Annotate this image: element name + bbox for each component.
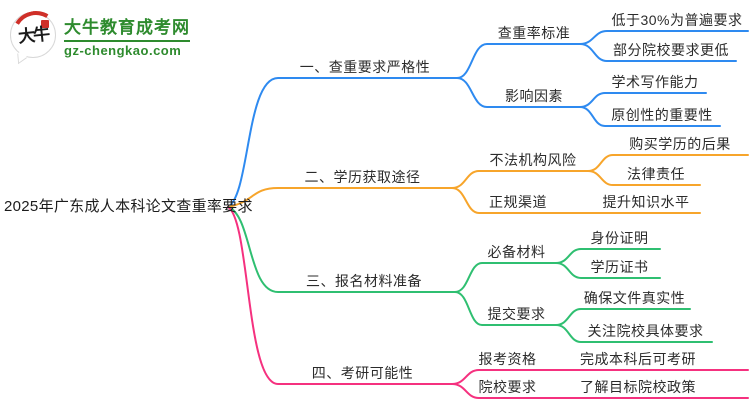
branch3-sub2-leaf2: 关注院校具体要求 bbox=[587, 323, 704, 339]
branch2-sub2-leaf1: 提升知识水平 bbox=[602, 194, 690, 210]
root-node: 2025年广东成人本科论文查重率要求 bbox=[4, 198, 253, 215]
branch4-node: 四、考研可能性 bbox=[311, 365, 414, 381]
branch3-sub1-leaf1: 身份证明 bbox=[590, 230, 649, 246]
branch4-sub1-node: 报考资格 bbox=[478, 351, 537, 367]
branch3-sub2-leaf1: 确保文件真实性 bbox=[583, 290, 686, 306]
badge-seal-icon bbox=[41, 20, 49, 28]
branch1-sub2-leaf1: 学术写作能力 bbox=[611, 74, 699, 90]
branch2-sub2-node: 正规渠道 bbox=[489, 194, 547, 210]
branch3-node: 三、报名材料准备 bbox=[306, 273, 422, 289]
branch2-lines bbox=[227, 154, 749, 214]
branch4-sub2-leaf1: 了解目标院校政策 bbox=[580, 379, 696, 395]
branch3-sub2-node: 提交要求 bbox=[487, 306, 546, 322]
logo-text-block: 大牛教育成考网 gz-chengkao.com bbox=[64, 13, 190, 58]
branch2-sub1-leaf1: 购买学历的后果 bbox=[629, 136, 731, 152]
logo-divider bbox=[64, 39, 190, 42]
branch2-sub1-leaf2: 法律责任 bbox=[627, 166, 685, 182]
branch1-node: 一、查重要求严格性 bbox=[299, 59, 431, 75]
logo-badge: 大牛 bbox=[6, 5, 66, 65]
branch2-sub1-node: 不法机构风险 bbox=[489, 152, 577, 168]
branch3-sub1-node: 必备材料 bbox=[487, 244, 546, 260]
branch4-sub2-node: 院校要求 bbox=[478, 379, 537, 395]
branch4-sub1-leaf1: 完成本科后可考研 bbox=[580, 351, 696, 367]
badge-calligraphy: 大牛 bbox=[17, 24, 50, 48]
branch1-sub1-leaf2: 部分院校要求更低 bbox=[613, 42, 729, 58]
branch1-sub2-leaf2: 原创性的重要性 bbox=[611, 107, 713, 123]
branch4-lines bbox=[227, 206, 749, 399]
branch3-lines bbox=[227, 206, 713, 343]
branch3-sub1-leaf2: 学历证书 bbox=[590, 259, 649, 275]
branch2-node: 二、学历获取途径 bbox=[304, 169, 421, 185]
branch1-sub2-node: 影响因素 bbox=[505, 88, 563, 104]
branch1-sub1-node: 查重率标准 bbox=[497, 25, 571, 41]
site-name: 大牛教育成考网 bbox=[64, 17, 190, 37]
site-domain: gz-chengkao.com bbox=[64, 42, 182, 58]
site-logo: 大牛 大牛教育成考网 gz-chengkao.com bbox=[6, 5, 190, 65]
branch1-lines bbox=[227, 30, 749, 208]
branch1-sub1-leaf1: 低于30%为普遍要求 bbox=[611, 12, 743, 28]
